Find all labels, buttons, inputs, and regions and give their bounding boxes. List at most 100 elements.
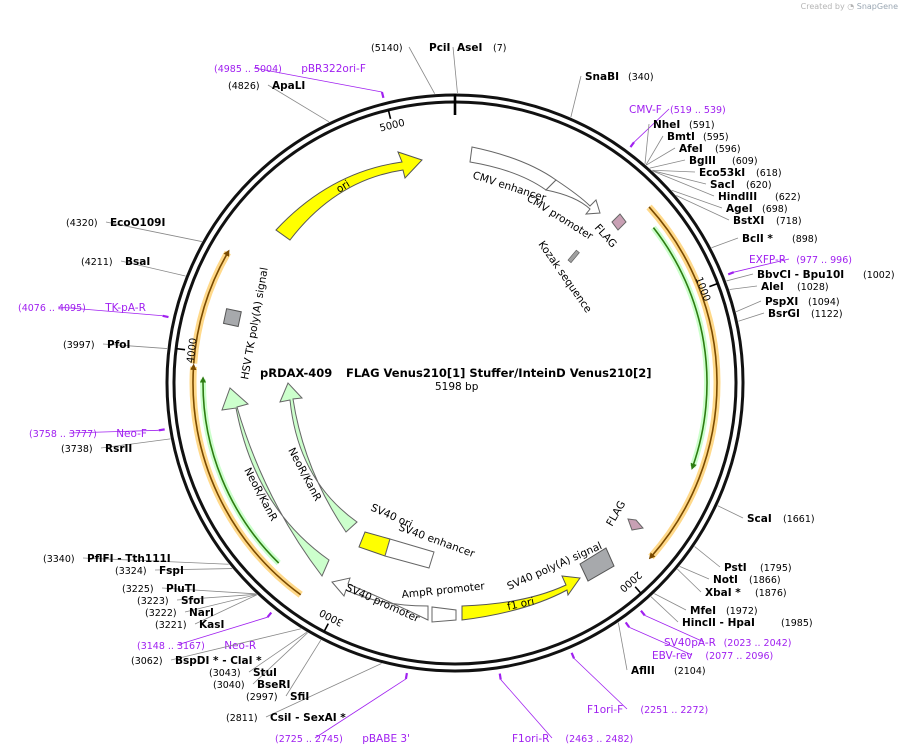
enzyme-pos-bbvci: (1002) <box>863 270 895 281</box>
plasmid-name: pRDAX-409 <box>260 366 332 380</box>
feature-sv40-ori[interactable] <box>358 531 391 557</box>
enzyme-name-pluti[interactable]: PluTI <box>166 583 196 595</box>
feature-hsv-tk-polya[interactable] <box>222 308 242 328</box>
primer-name-tk-pa-r[interactable]: TK-pA-R <box>104 302 146 314</box>
enzyme-pos-agei: (698) <box>762 204 788 215</box>
enzyme-name-scai[interactable]: ScaI <box>747 513 772 525</box>
enzyme-name-bsai[interactable]: BsaI <box>125 256 150 268</box>
tick-label-4000: 4000 <box>185 337 199 364</box>
feature-neor-inner[interactable] <box>279 382 358 533</box>
primer-name-cmv-f[interactable]: CMV-F <box>629 104 662 116</box>
primer-mark-neo-r <box>266 611 273 618</box>
enzyme-pos-aflii: (2104) <box>674 666 706 677</box>
enzyme-name-afei[interactable]: AfeI <box>679 143 703 155</box>
enzyme-name-bcli[interactable]: BclI * <box>742 233 773 245</box>
enzyme-leader-pspxi <box>735 300 762 313</box>
enzyme-name-bbvci[interactable]: BbvCI - Bpu10I <box>757 269 844 281</box>
enzyme-name-pfoi[interactable]: PfoI <box>107 339 130 351</box>
feature-sv40-promoter[interactable] <box>331 577 429 621</box>
primer-leader-f1ori-r <box>500 679 553 739</box>
enzyme-name-asei[interactable]: AseI <box>457 42 482 54</box>
enzyme-leader-csii <box>265 663 382 718</box>
enzyme-leader-hincii <box>650 596 679 623</box>
enzyme-pos-kasi: (3221) <box>155 620 187 631</box>
primer-name-ebv-rev[interactable]: EBV-rev <box>652 650 693 662</box>
watermark-brand: SnapGene <box>856 2 898 11</box>
primer-range-ebv-rev: (2077 .. 2096) <box>705 651 773 662</box>
enzyme-name-csii[interactable]: CsiI - SexAI * <box>270 712 346 724</box>
feature-ampr-promoter[interactable] <box>431 606 457 623</box>
enzyme-name-saci[interactable]: SacI <box>710 179 735 191</box>
enzyme-name-mfei[interactable]: MfeI <box>690 605 716 617</box>
enzyme-name-psti[interactable]: PstI <box>724 562 747 574</box>
enzyme-pos-bspdi: (3062) <box>131 656 163 667</box>
primer-name-f1ori-r[interactable]: F1ori-R <box>512 733 549 745</box>
primer-name-pbr322ori-f[interactable]: pBR322ori-F <box>301 63 366 75</box>
enzyme-name-fspi[interactable]: FspI <box>159 565 184 577</box>
primer-leader-sv40pa-r <box>644 615 705 643</box>
primer-name-exfp-r[interactable]: EXFP-R <box>749 254 786 266</box>
enzyme-name-bmti[interactable]: BmtI <box>667 131 695 143</box>
enzyme-name-ecoo109i[interactable]: EcoO109I <box>110 217 165 229</box>
primer-name-sv40pa-r[interactable]: SV40pA-R <box>664 637 716 649</box>
enzyme-pos-hindiii: (622) <box>775 192 801 203</box>
orf-tk-arc[interactable] <box>192 249 230 364</box>
enzyme-name-agei[interactable]: AgeI <box>726 203 753 215</box>
enzyme-name-alei[interactable]: AleI <box>761 281 784 293</box>
enzyme-name-nhei[interactable]: NheI <box>653 119 680 131</box>
enzyme-leader-kasi <box>194 594 258 625</box>
enzyme-name-hindiii[interactable]: HindIII <box>718 191 757 203</box>
enzyme-pos-nari: (3222) <box>145 608 177 619</box>
enzyme-name-sfii[interactable]: SfiI <box>290 691 309 703</box>
enzyme-name-bstxi[interactable]: BstXI <box>733 215 764 227</box>
feature-cmv-promoter[interactable] <box>544 179 601 215</box>
enzyme-leader-bstxi <box>676 195 730 221</box>
feature-flag-2[interactable] <box>627 518 644 531</box>
feature-ori[interactable] <box>275 151 423 241</box>
feature-kozak[interactable] <box>567 249 580 264</box>
enzyme-leader-pluti <box>161 587 256 595</box>
primer-name-neo-f[interactable]: Neo-F <box>116 428 147 440</box>
enzyme-name-bspdi[interactable]: BspDI * - ClaI * <box>175 655 262 667</box>
enzyme-name-eco53ki[interactable]: Eco53kI <box>699 167 745 179</box>
primer-name-pbabe3[interactable]: pBABE 3' <box>362 733 410 745</box>
enzyme-name-pspxi[interactable]: PspXI <box>765 296 798 308</box>
enzyme-name-apali[interactable]: ApaLI <box>272 80 305 92</box>
enzyme-name-bglii[interactable]: BglII <box>689 155 716 167</box>
enzyme-name-rsrii[interactable]: RsrII <box>105 443 132 455</box>
enzyme-leader-agei <box>671 189 723 209</box>
feature-neor-outer[interactable] <box>221 387 330 577</box>
enzyme-name-kasi[interactable]: KasI <box>199 619 224 631</box>
enzyme-layer: (5140)PciI(7)AseI(340)SnaBI(591)NheI(595… <box>43 42 895 724</box>
enzyme-leader-alei <box>729 285 758 290</box>
enzyme-name-hincii[interactable]: HincII - HpaI <box>682 617 755 629</box>
enzyme-name-pflfi[interactable]: PflFI - Tth111I <box>87 553 171 565</box>
primer-range-f1ori-r: (2463 .. 2482) <box>565 734 633 745</box>
enzyme-name-bsrgi[interactable]: BsrGI <box>768 308 800 320</box>
enzyme-name-snabi[interactable]: SnaBI <box>585 71 619 83</box>
orf-venus-arc[interactable] <box>648 206 718 560</box>
enzyme-name-bseri[interactable]: BseRI <box>257 679 290 691</box>
enzyme-name-pcii[interactable]: PciI <box>429 42 450 54</box>
enzyme-pos-nhei: (591) <box>689 120 715 131</box>
enzyme-leader-bseri <box>252 632 308 685</box>
enzyme-leader-eco53ki <box>652 169 696 173</box>
enzyme-name-aflii[interactable]: AflII <box>631 665 655 677</box>
enzyme-pos-pcii: (5140) <box>371 43 403 54</box>
feature-flag-1[interactable] <box>611 213 627 231</box>
enzyme-name-stui[interactable]: StuI <box>253 667 277 679</box>
enzyme-name-noti[interactable]: NotI <box>713 574 738 586</box>
enzyme-pos-alei: (1028) <box>797 282 829 293</box>
primer-range-tk-pa-r: (4076 .. 4095) <box>18 303 86 314</box>
enzyme-leader-bcli <box>711 237 739 249</box>
primer-name-f1ori-f[interactable]: F1ori-F <box>587 704 623 716</box>
orf-neo-arc[interactable] <box>190 363 302 596</box>
enzyme-name-sfoi[interactable]: SfoI <box>181 595 204 607</box>
feature-sv40-enhancer[interactable] <box>384 538 435 569</box>
enzyme-pos-saci: (620) <box>746 180 772 191</box>
feature-sv40-polya[interactable] <box>579 547 615 582</box>
enzyme-name-xbai[interactable]: XbaI * <box>705 587 741 599</box>
enzyme-name-nari[interactable]: NarI <box>189 607 214 619</box>
primer-name-neo-r[interactable]: Neo-R <box>224 640 256 652</box>
feature-f1-ori[interactable] <box>461 575 581 621</box>
